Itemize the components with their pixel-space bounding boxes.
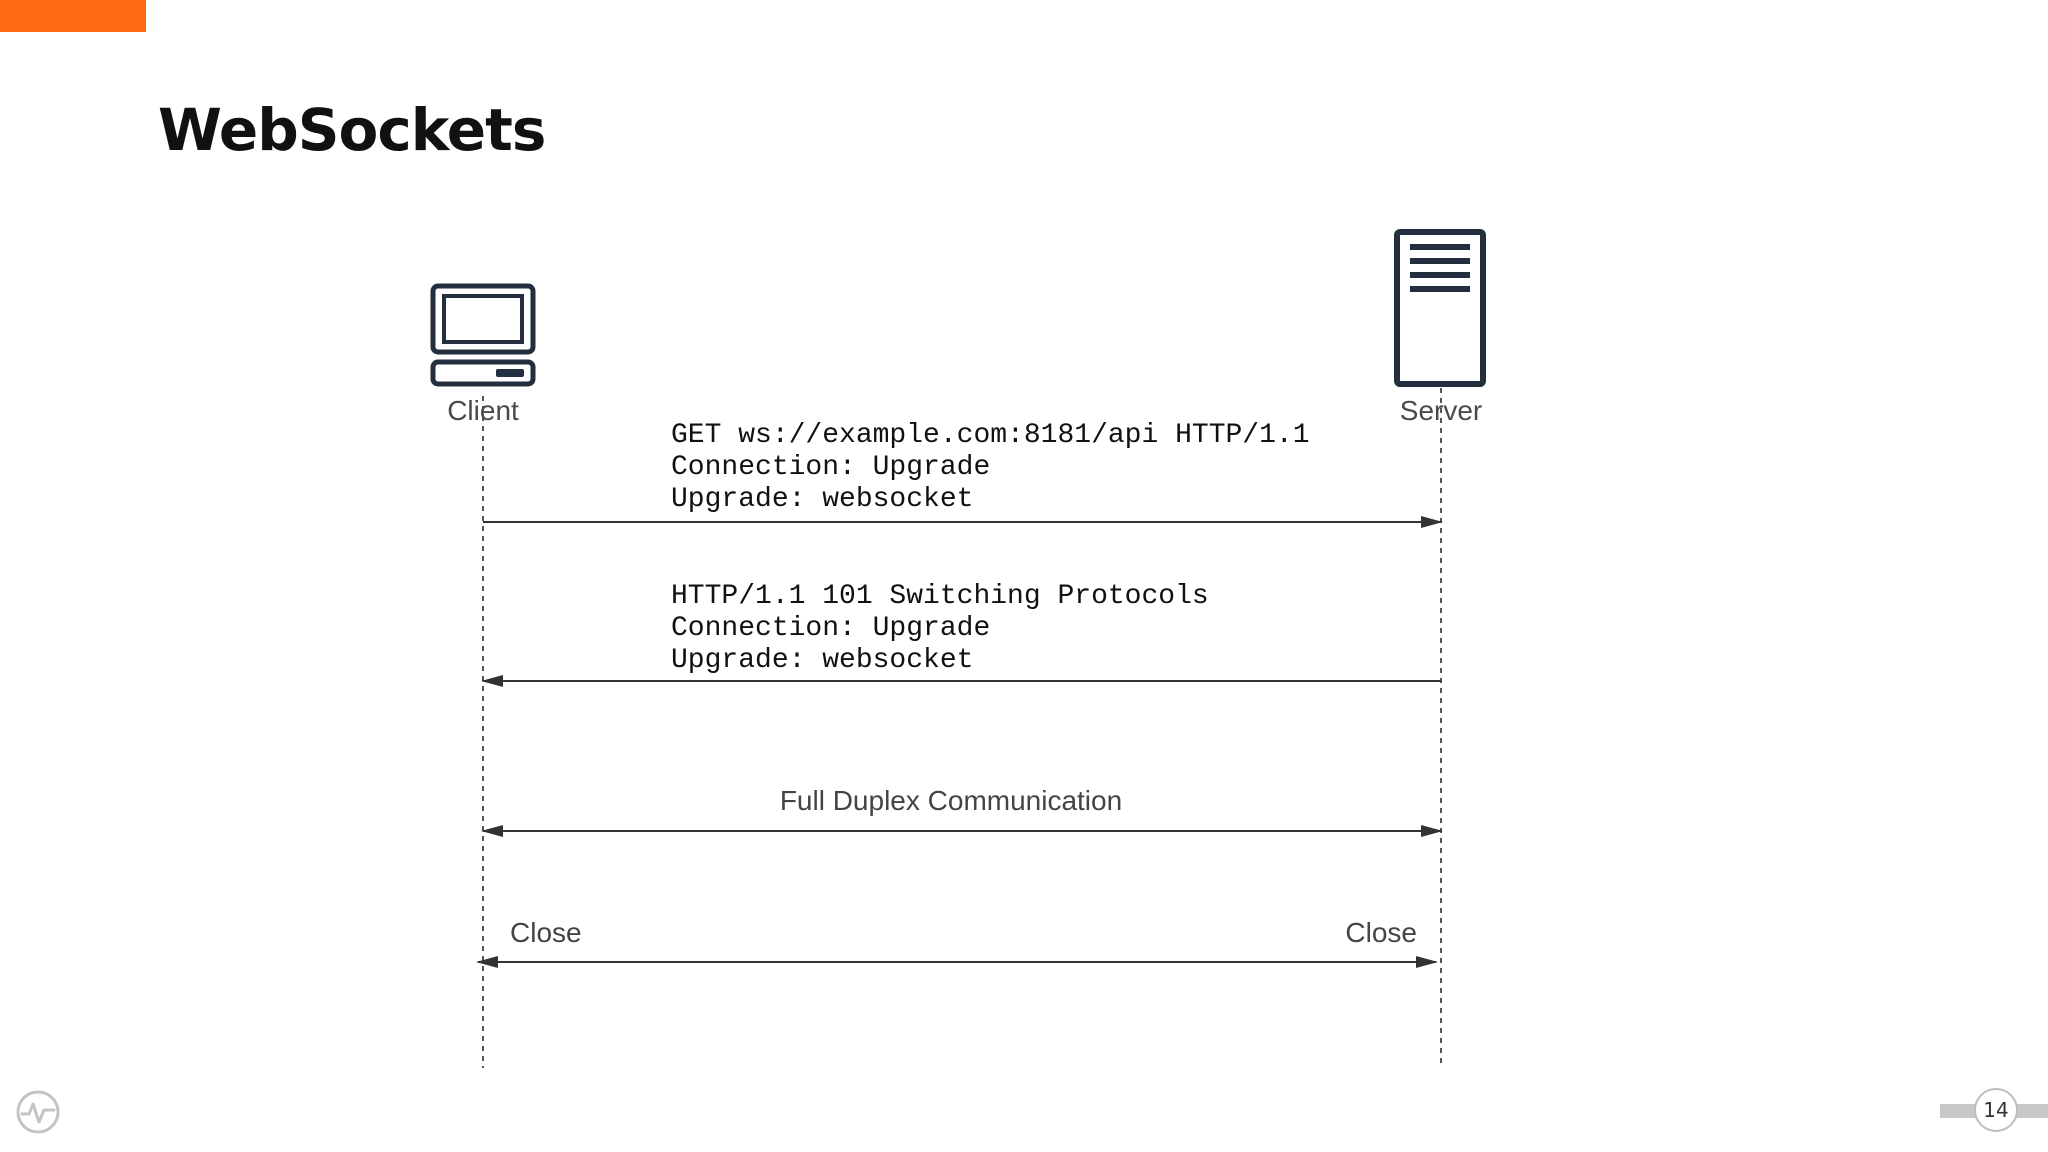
page-number-badge: 14 [1940,1088,2048,1132]
server-label: Server [1400,395,1482,426]
close-label-left: Close [510,917,582,948]
full-duplex-label: Full Duplex Communication [780,785,1122,816]
response-connection-header: Connection: Upgrade [671,613,990,644]
response-upgrade-header: Upgrade: websocket [671,645,973,676]
request-connection-header: Connection: Upgrade [671,452,990,483]
server-icon [1394,229,1486,387]
close-label-right: Close [1345,917,1417,948]
response-status-line: HTTP/1.1 101 Switching Protocols [671,581,1209,612]
page-title: WebSockets [158,96,546,164]
computer-icon [430,283,536,387]
pulse-logo-icon [16,1090,60,1134]
request-upgrade-header: Upgrade: websocket [671,484,973,515]
accent-bar [0,0,146,32]
client-label: Client [447,395,519,426]
page-number: 14 [1974,1088,2018,1132]
request-line: GET ws://example.com:8181/api HTTP/1.1 [671,420,1310,451]
